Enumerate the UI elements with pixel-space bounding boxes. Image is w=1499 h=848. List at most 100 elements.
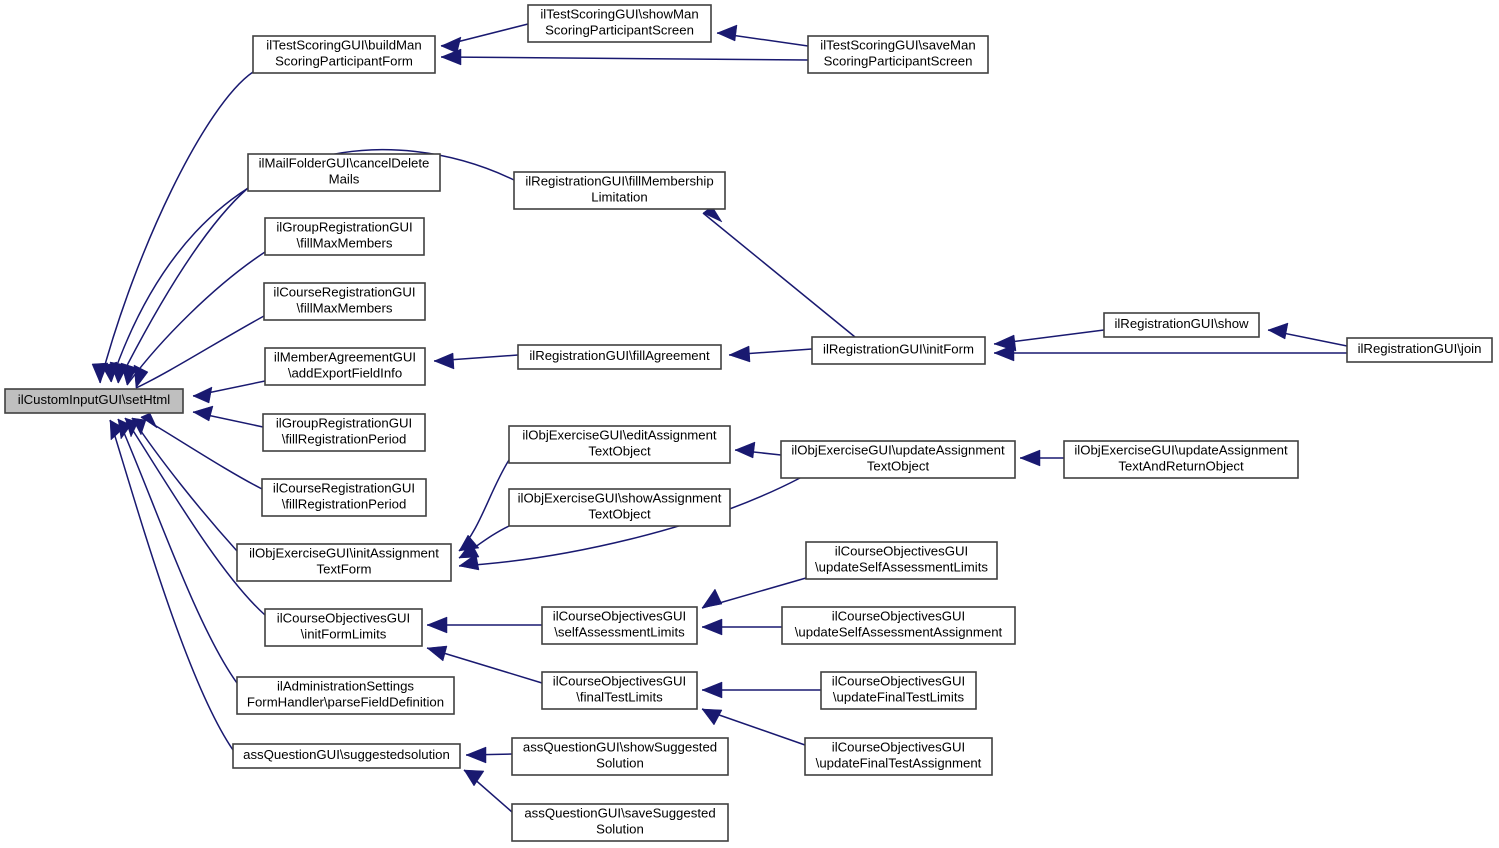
node-updSelfAssessAssign[interactable]: ilCourseObjectivesGUI\updateSelfAssessme… — [781, 606, 1016, 645]
node-label-line: ilRegistrationGUI\fillAgreement — [529, 348, 710, 363]
node-selfAssessLimits[interactable]: ilCourseObjectivesGUI\selfAssessmentLimi… — [541, 606, 698, 645]
edge-courseFillMax-to-setHtml — [135, 315, 265, 389]
edge-groupFillMax-to-setHtml — [126, 251, 266, 386]
node-label-line: \fillRegistrationPeriod — [282, 432, 407, 447]
node-label-line: ilCourseObjectivesGUI — [832, 674, 965, 689]
node-box-editAssignTextObj[interactable] — [508, 425, 731, 464]
node-label-line: TextAndReturnObject — [1118, 459, 1244, 474]
edge-updAssignTextObj-to-initAssignTextForm — [458, 477, 801, 567]
node-suggestedsolution[interactable]: assQuestionGUI\suggestedsolution — [232, 743, 461, 769]
node-box-suggestedsolution[interactable] — [232, 743, 461, 769]
node-box-regJoin[interactable] — [1346, 337, 1493, 363]
node-box-updFinalTestLimits[interactable] — [820, 671, 977, 710]
node-box-setHtml[interactable] — [4, 388, 184, 414]
node-box-regShow[interactable] — [1103, 312, 1260, 338]
node-box-initForm[interactable] — [811, 336, 986, 365]
node-label-line: assQuestionGUI\showSuggested — [523, 740, 717, 755]
arrowhead-icon-suggestedsolution-to-setHtml — [109, 419, 125, 441]
node-box-showAssignTextObj[interactable] — [508, 488, 731, 527]
node-addExportFieldInfo[interactable]: ilMemberAgreementGUI\addExportFieldInfo — [264, 347, 426, 386]
node-label-updSelfAssessLim: ilCourseObjectivesGUI\updateSelfAssessme… — [815, 544, 988, 575]
node-groupFillMax[interactable]: ilGroupRegistrationGUI\fillMaxMembers — [264, 217, 425, 256]
node-box-showManScreen[interactable] — [527, 4, 712, 43]
node-initFormLimits[interactable]: ilCourseObjectivesGUI\initFormLimits — [264, 608, 423, 647]
node-box-showSuggestedSol[interactable] — [511, 737, 729, 776]
node-label-line: \updateSelfAssessmentLimits — [815, 560, 988, 575]
node-setHtml[interactable]: ilCustomInputGUI\setHtml — [4, 388, 184, 414]
node-label-updFinalTestAssign: ilCourseObjectivesGUI\updateFinalTestAss… — [816, 740, 982, 771]
node-label-line: ilObjExerciseGUI\updateAssignment — [1074, 443, 1288, 458]
node-box-saveManScreen[interactable] — [807, 35, 989, 74]
node-box-parseFieldDef[interactable] — [236, 676, 455, 715]
node-box-finalTestLimits[interactable] — [541, 671, 698, 710]
node-box-cancelDeleteMails[interactable] — [247, 153, 441, 192]
node-box-groupFillMax[interactable] — [264, 217, 425, 256]
arrowhead-icon-updSelfAssessLim-to-selfAssessLimits — [701, 588, 723, 609]
node-box-updFinalTestAssign[interactable] — [804, 737, 993, 776]
node-label-line: ilCourseObjectivesGUI — [835, 544, 968, 559]
node-box-initAssignTextForm[interactable] — [236, 543, 452, 582]
node-box-updSelfAssessLim[interactable] — [805, 541, 998, 580]
arrowhead-icon-updAssignTextObj-to-editAssignTextObj — [734, 441, 756, 459]
node-box-groupFillRegPeriod[interactable] — [262, 413, 426, 452]
node-box-updAssignTextObj[interactable] — [780, 440, 1016, 479]
node-box-buildManForm[interactable] — [252, 35, 436, 74]
node-label-line: ilObjExerciseGUI\showAssignment — [518, 491, 722, 506]
node-box-initFormLimits[interactable] — [264, 608, 423, 647]
node-box-selfAssessLimits[interactable] — [541, 606, 698, 645]
edge-suggestedsolution-to-setHtml — [109, 419, 234, 751]
node-label-line: \finalTestLimits — [576, 690, 663, 705]
node-regJoin[interactable]: ilRegistrationGUI\join — [1346, 337, 1493, 363]
edge-initAssignTextForm-to-setHtml — [131, 417, 238, 552]
node-label-line: ilObjExerciseGUI\initAssignment — [249, 546, 439, 561]
node-label-regJoin: ilRegistrationGUI\join — [1358, 341, 1482, 356]
node-label-line: ilCourseObjectivesGUI — [553, 609, 686, 624]
node-label-line: \addExportFieldInfo — [288, 366, 402, 381]
node-updFinalTestAssign[interactable]: ilCourseObjectivesGUI\updateFinalTestAss… — [804, 737, 993, 776]
node-initForm[interactable]: ilRegistrationGUI\initForm — [811, 336, 986, 365]
node-box-saveSuggestedSol[interactable] — [511, 803, 729, 842]
node-box-updSelfAssessAssign[interactable] — [781, 606, 1016, 645]
arrowhead-icon-saveManScreen-to-buildManForm — [440, 48, 462, 66]
edge-buildManForm-to-setHtml — [99, 71, 254, 384]
node-finalTestLimits[interactable]: ilCourseObjectivesGUI\finalTestLimits — [541, 671, 698, 710]
arrowhead-icon-selfAssessLimits-to-initFormLimits — [426, 616, 448, 634]
node-courseFillRegPeriod[interactable]: ilCourseRegistrationGUI\fillRegistration… — [261, 478, 427, 517]
node-updSelfAssessLim[interactable]: ilCourseObjectivesGUI\updateSelfAssessme… — [805, 541, 998, 580]
node-box-addExportFieldInfo[interactable] — [264, 347, 426, 386]
node-label-line: ScoringParticipantScreen — [545, 23, 694, 38]
node-groupFillRegPeriod[interactable]: ilGroupRegistrationGUI\fillRegistrationP… — [262, 413, 426, 452]
node-box-updAssignTextRet[interactable] — [1063, 440, 1299, 479]
node-label-updFinalTestLimits: ilCourseObjectivesGUI\updateFinalTestLim… — [832, 674, 965, 705]
node-box-courseFillMax[interactable] — [263, 282, 426, 321]
node-box-fillAgreement[interactable] — [517, 344, 722, 370]
node-label-line: ilCourseObjectivesGUI — [553, 674, 686, 689]
node-label-line: \initFormLimits — [301, 627, 387, 642]
node-box-courseFillRegPeriod[interactable] — [261, 478, 427, 517]
node-label-line: ilGroupRegistrationGUI — [276, 416, 412, 431]
node-label-line: ilCustomInputGUI\setHtml — [18, 392, 170, 407]
node-label-line: ilCourseRegistrationGUI — [273, 481, 415, 496]
node-regShow[interactable]: ilRegistrationGUI\show — [1103, 312, 1260, 338]
node-courseFillMax[interactable]: ilCourseRegistrationGUI\fillMaxMembers — [263, 282, 426, 321]
node-updFinalTestLimits[interactable]: ilCourseObjectivesGUI\updateFinalTestLim… — [820, 671, 977, 710]
node-fillAgreement[interactable]: ilRegistrationGUI\fillAgreement — [517, 344, 722, 370]
node-box-fillMembershipLim[interactable] — [513, 171, 726, 210]
